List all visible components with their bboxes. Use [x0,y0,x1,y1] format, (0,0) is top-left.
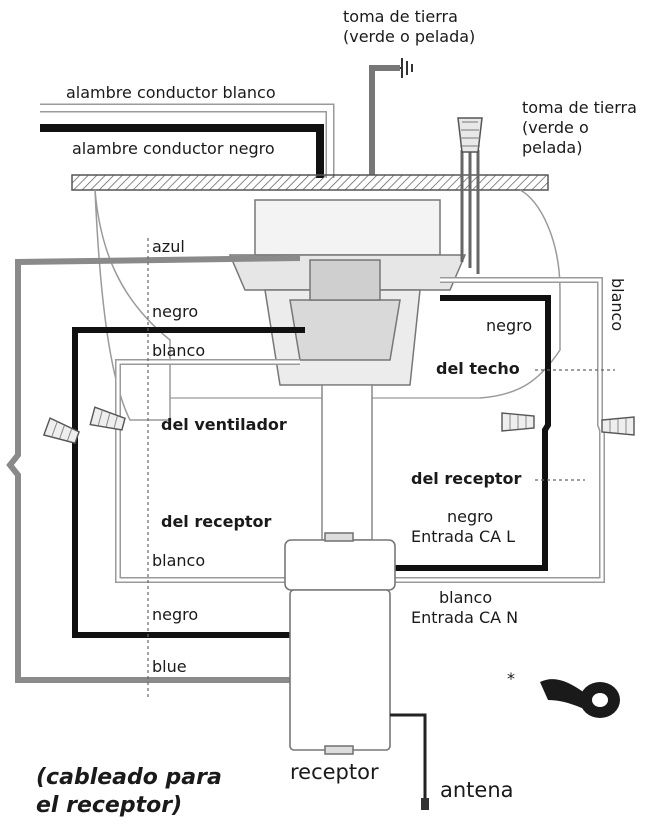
ground-wire-top [369,65,400,175]
caption-line-2: el receptor) [36,793,182,818]
white-supply-wire-core [40,105,333,178]
wire-nut-icon [89,406,126,431]
del-receptor-left-label: del receptor [161,512,272,531]
ground-right-label-3: pelada) [522,138,582,157]
antenna-wire [390,713,427,800]
electrical-tape-icon [540,679,620,718]
ground-wires-right [460,150,480,274]
white-ceiling-wire-core [390,278,604,582]
ceiling [71,174,561,421]
fan-canopy [228,199,467,386]
blanco-ac-n-label-2: Entrada CA N [411,608,518,627]
blanco-rx-label: blanco [152,551,205,570]
azul-label: azul [152,237,185,256]
negro-fan-label: negro [152,302,198,321]
blanco-ac-n-label-1: blanco [439,588,492,607]
blue-rx-label: blue [152,657,187,676]
ground-symbol-icon [400,58,413,78]
antena-label: antena [440,778,514,802]
negro-right-label: negro [486,316,532,335]
wire-nut-icon [42,417,80,444]
receptor-label: receptor [290,760,379,784]
ground-top-label-1: toma de tierra [343,7,458,26]
leader-lines [147,238,615,700]
black-supply-label: alambre conductor negro [72,139,275,158]
wire-nut-icon [501,412,535,432]
negro-ac-l-label-2: Entrada CA L [411,527,515,546]
ground-right-label-1: toma de tierra [522,98,637,117]
wire-nut-icon [601,416,635,436]
blanco-fan-label: blanco [152,341,205,360]
negro-ac-l-label-1: negro [447,507,493,526]
white-fan-wire-core [116,360,300,582]
white-fan-wire [115,359,300,583]
antenna-tip [421,798,429,810]
ground-top-label-2: (verde o pelada) [343,27,475,46]
caption-line-1: (cableado para [36,765,222,790]
black-supply-wire [40,124,324,178]
blanco-right-label: blanco [608,278,627,331]
negro-rx-label: negro [152,605,198,624]
del-ventilador-label: del ventilador [161,415,287,434]
asterisk-label: * [507,669,515,688]
black-ceiling-wire [390,295,551,571]
ground-right-label-2: (verde o [522,118,589,137]
wire-nut-icon [457,117,483,153]
black-fan-wire [72,327,305,638]
downrod [321,384,373,541]
del-receptor-right-label: del receptor [411,469,522,488]
receiver-unit [284,532,396,755]
blue-wire [6,255,301,683]
del-techo-label: del techo [436,359,520,378]
white-supply-label: alambre conductor blanco [66,83,276,102]
